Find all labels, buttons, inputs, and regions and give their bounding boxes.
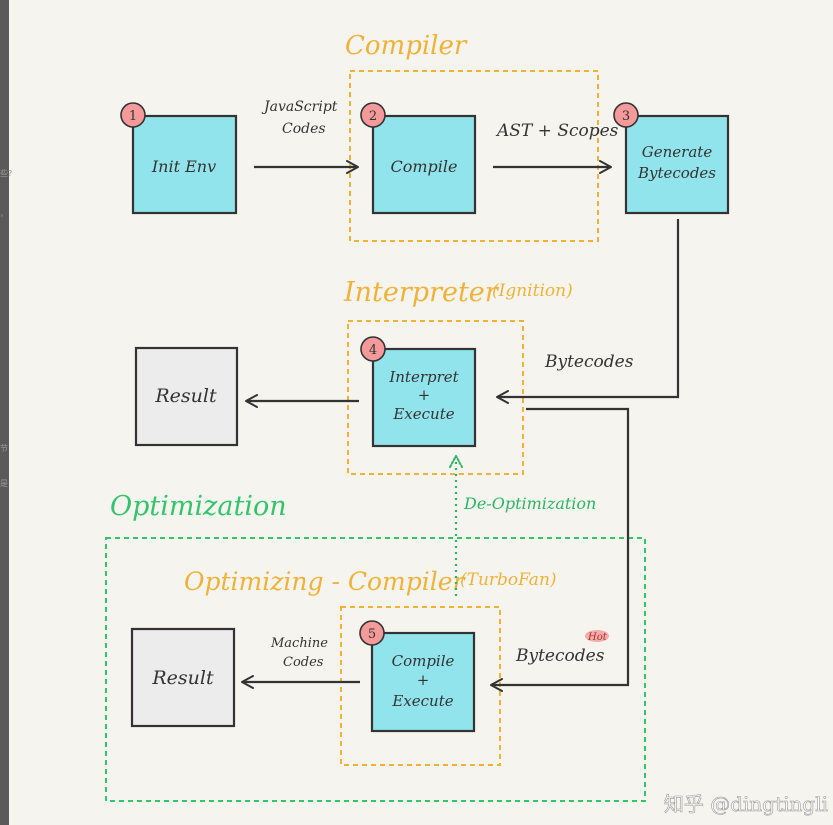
init-env-node: Init Env [131,114,238,215]
interpreter-frame [347,320,524,475]
generate-bytecodes-node: Generate Bytecodes [624,114,730,215]
arrow-bytecodes-hot-to-optimizer [490,407,630,692]
margin-glyph: 节 [0,444,8,453]
compile-label: Compile [391,157,458,176]
margin-glyph: ， [0,209,8,218]
interpret-label: Interpret [388,368,459,386]
step-badge-5 [359,620,385,646]
compile-node: Compile [371,114,477,215]
interpret-execute-node: Interpret + Execute [371,347,477,448]
execute-label-2: Execute [391,692,453,710]
step-number-1: 1 [129,109,137,124]
execute-label: Execute [392,405,454,423]
init-env-label: Init Env [151,157,216,176]
step-badge-1 [120,102,146,128]
label-hot: Hot [587,632,608,643]
result-label-top: Result [154,385,217,407]
plus-label-2: + [417,671,430,689]
label-javascript: JavaScript [261,99,338,115]
result-box-bottom: Result [130,627,236,728]
optimization-frame [105,537,646,802]
step-number-4: 4 [369,343,377,358]
left-page-strip [0,0,9,825]
margin-glyph: 是 [0,479,8,488]
step-number-5: 5 [368,627,376,642]
label-bytecodes-hot: Bytecodes [515,646,605,666]
compile-label-2: Compile [392,652,455,670]
step-badge-4 [360,336,386,362]
compiler-frame [349,70,599,242]
optimizing-compiler-title: Optimizing - Compiler [184,567,467,596]
plus-label: + [418,386,431,404]
interpreter-title: Interpreter [343,277,500,308]
step-badge-3 [613,102,639,128]
step-number-2: 2 [369,109,377,124]
hot-highlight [585,630,609,642]
compile-execute-node: Compile + Execute [370,631,476,733]
result-label-bottom: Result [151,667,214,689]
step-badge-2 [360,102,386,128]
watermark: 知乎 @dingtingli [664,792,828,816]
label-codes: Codes [282,121,326,137]
label-bytecodes: Bytecodes [544,352,634,372]
label-de-optimization: De-Optimization [463,494,596,513]
label-machine-codes: Codes [283,655,324,670]
bytecodes-label: Bytecodes [637,164,716,182]
optimizing-compiler-subtitle: (TurboFan) [460,570,557,590]
interpreter-subtitle: (Ignition) [492,281,573,301]
compiler-title: Compiler [345,31,468,61]
generate-label: Generate [642,143,713,161]
margin-glyph: 些? [0,169,13,178]
label-ast-scopes: AST + Scopes [495,121,619,141]
result-box-top: Result [134,346,239,447]
arrow-bytecodes-to-interpreter [496,219,680,404]
optimization-title: Optimization [110,491,287,522]
step-number-3: 3 [622,109,630,124]
label-machine: Machine [270,636,328,651]
